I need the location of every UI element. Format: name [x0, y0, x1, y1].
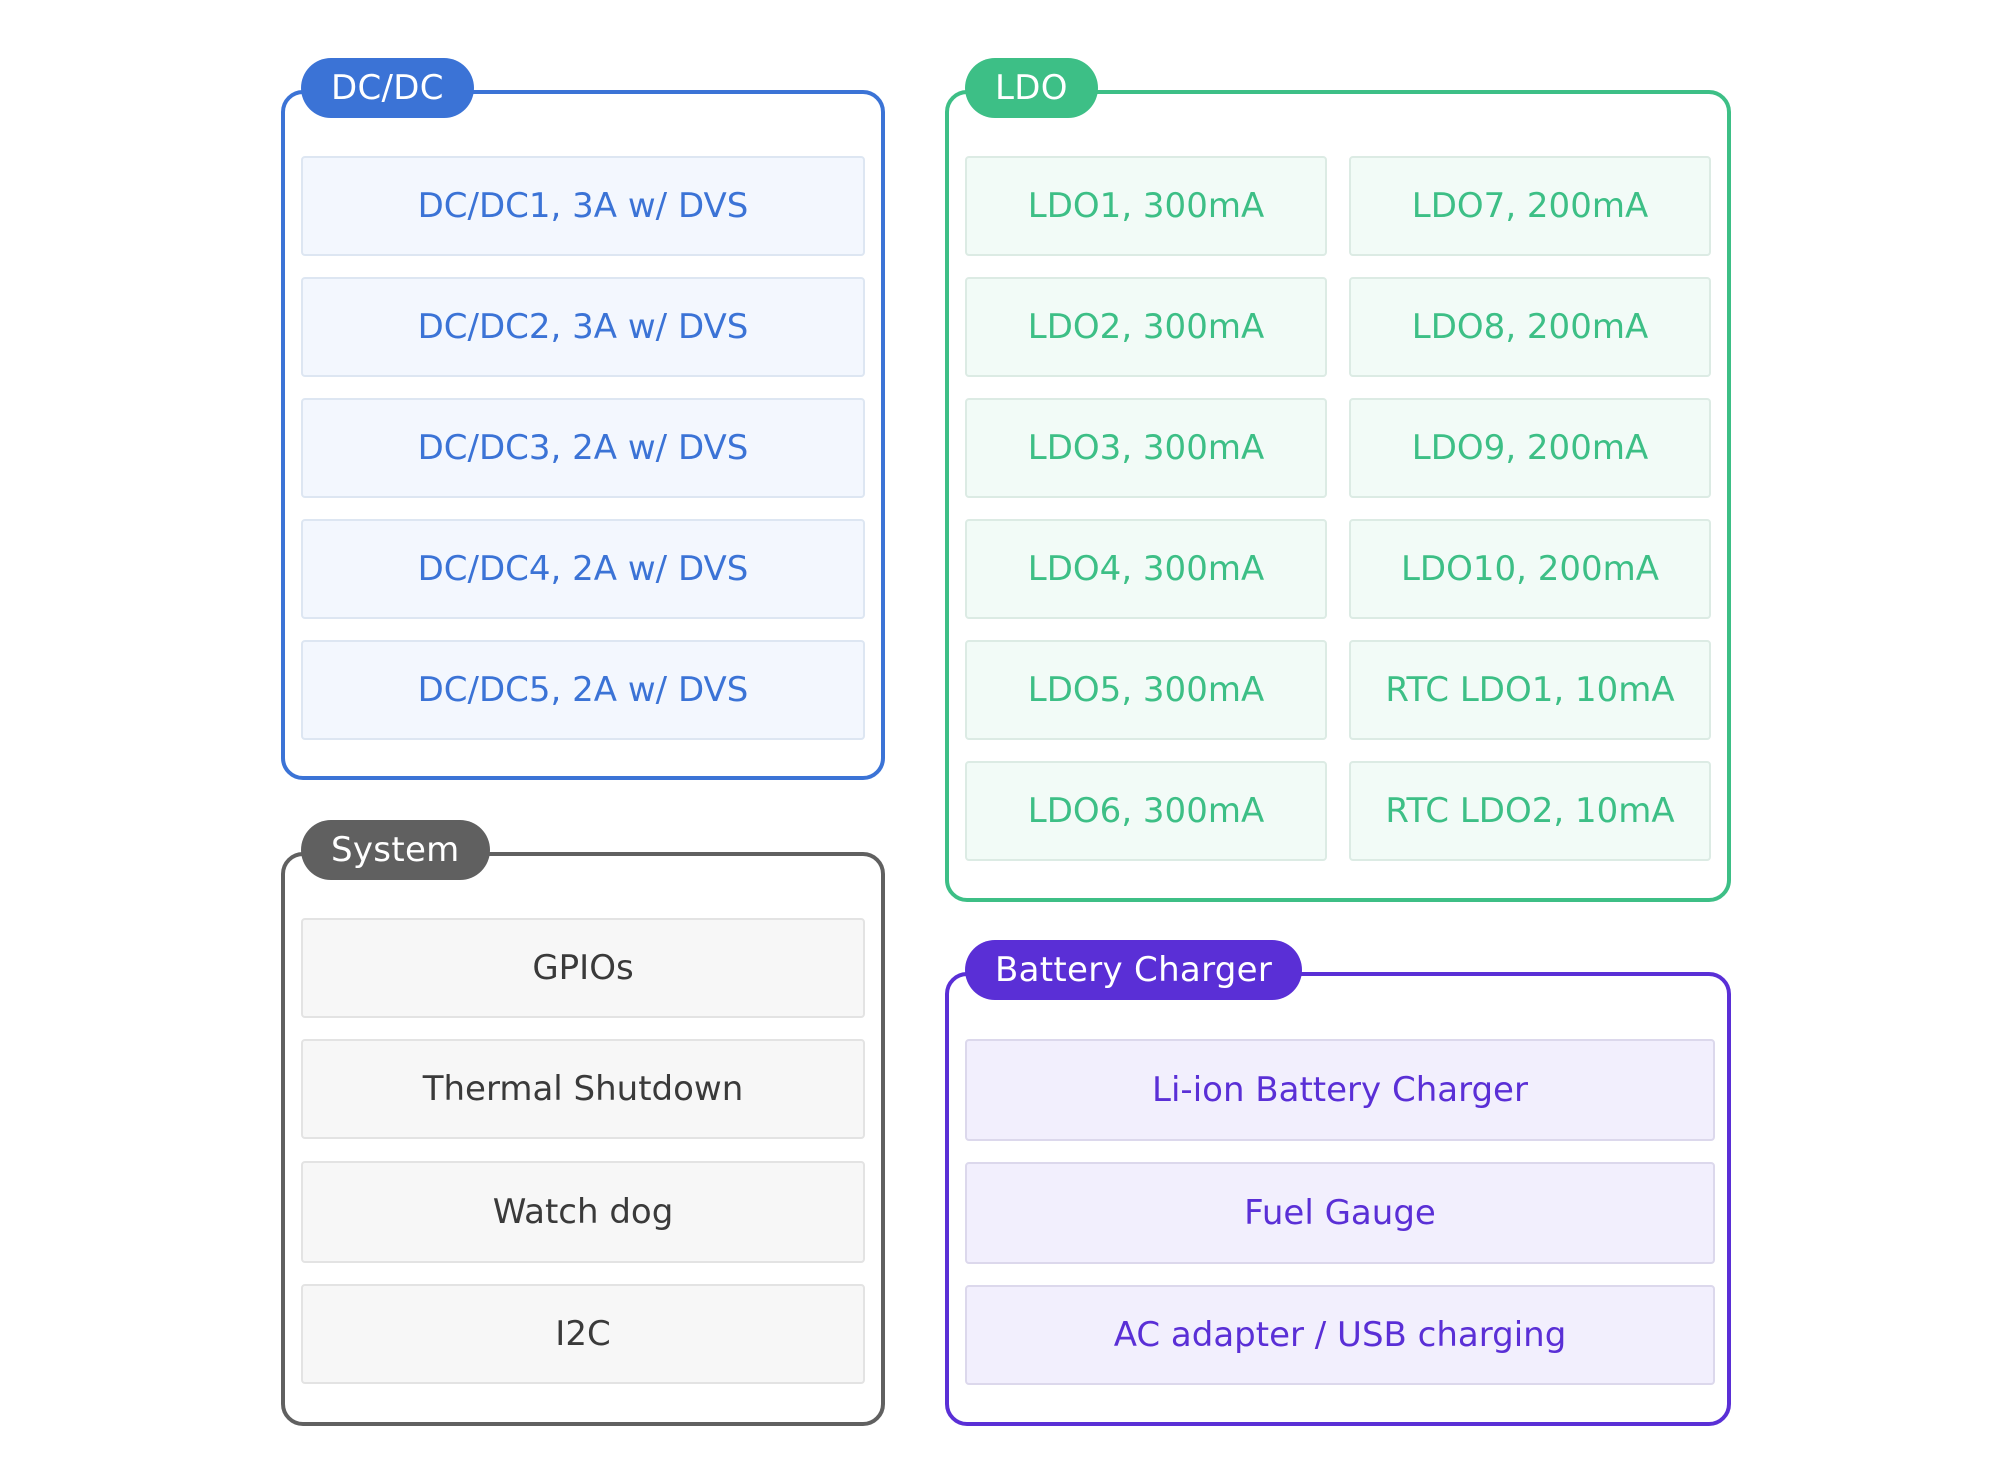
- dcdc-item: DC/DC5, 2A w/ DVS: [301, 640, 865, 740]
- ldo-group-title: LDO: [965, 58, 1098, 118]
- system-group-title: System: [301, 820, 490, 880]
- system-item: Thermal Shutdown: [301, 1039, 865, 1139]
- ldo-item: LDO5, 300mA: [965, 640, 1327, 740]
- ldo-group: LDO LDO1, 300mA LDO2, 300mA LDO3, 300mA …: [945, 58, 1731, 902]
- ldo-item: LDO10, 200mA: [1349, 519, 1711, 619]
- battery-charger-group: Battery Charger Li-ion Battery Charger F…: [945, 940, 1731, 1426]
- ldo-item: LDO3, 300mA: [965, 398, 1327, 498]
- ldo-item: LDO1, 300mA: [965, 156, 1327, 256]
- rtc-ldo-item: RTC LDO1, 10mA: [1349, 640, 1711, 740]
- battery-item: Li-ion Battery Charger: [965, 1039, 1715, 1141]
- dcdc-group-title: DC/DC: [301, 58, 474, 118]
- rtc-ldo-item: RTC LDO2, 10mA: [1349, 761, 1711, 861]
- dcdc-group: DC/DC DC/DC1, 3A w/ DVS DC/DC2, 3A w/ DV…: [281, 58, 885, 780]
- dcdc-item: DC/DC3, 2A w/ DVS: [301, 398, 865, 498]
- ldo-item: LDO6, 300mA: [965, 761, 1327, 861]
- system-item: GPIOs: [301, 918, 865, 1018]
- ldo-item: LDO8, 200mA: [1349, 277, 1711, 377]
- system-item: I2C: [301, 1284, 865, 1384]
- dcdc-item: DC/DC2, 3A w/ DVS: [301, 277, 865, 377]
- battery-charger-group-title: Battery Charger: [965, 940, 1303, 1000]
- battery-item: AC adapter / USB charging: [965, 1285, 1715, 1385]
- ldo-item: LDO2, 300mA: [965, 277, 1327, 377]
- ldo-item: LDO7, 200mA: [1349, 156, 1711, 256]
- ldo-item: LDO4, 300mA: [965, 519, 1327, 619]
- system-item: Watch dog: [301, 1161, 865, 1263]
- battery-item: Fuel Gauge: [965, 1162, 1715, 1264]
- dcdc-item: DC/DC4, 2A w/ DVS: [301, 519, 865, 619]
- ldo-item: LDO9, 200mA: [1349, 398, 1711, 498]
- dcdc-item: DC/DC1, 3A w/ DVS: [301, 156, 865, 256]
- system-group: System GPIOs Thermal Shutdown Watch dog …: [281, 820, 885, 1426]
